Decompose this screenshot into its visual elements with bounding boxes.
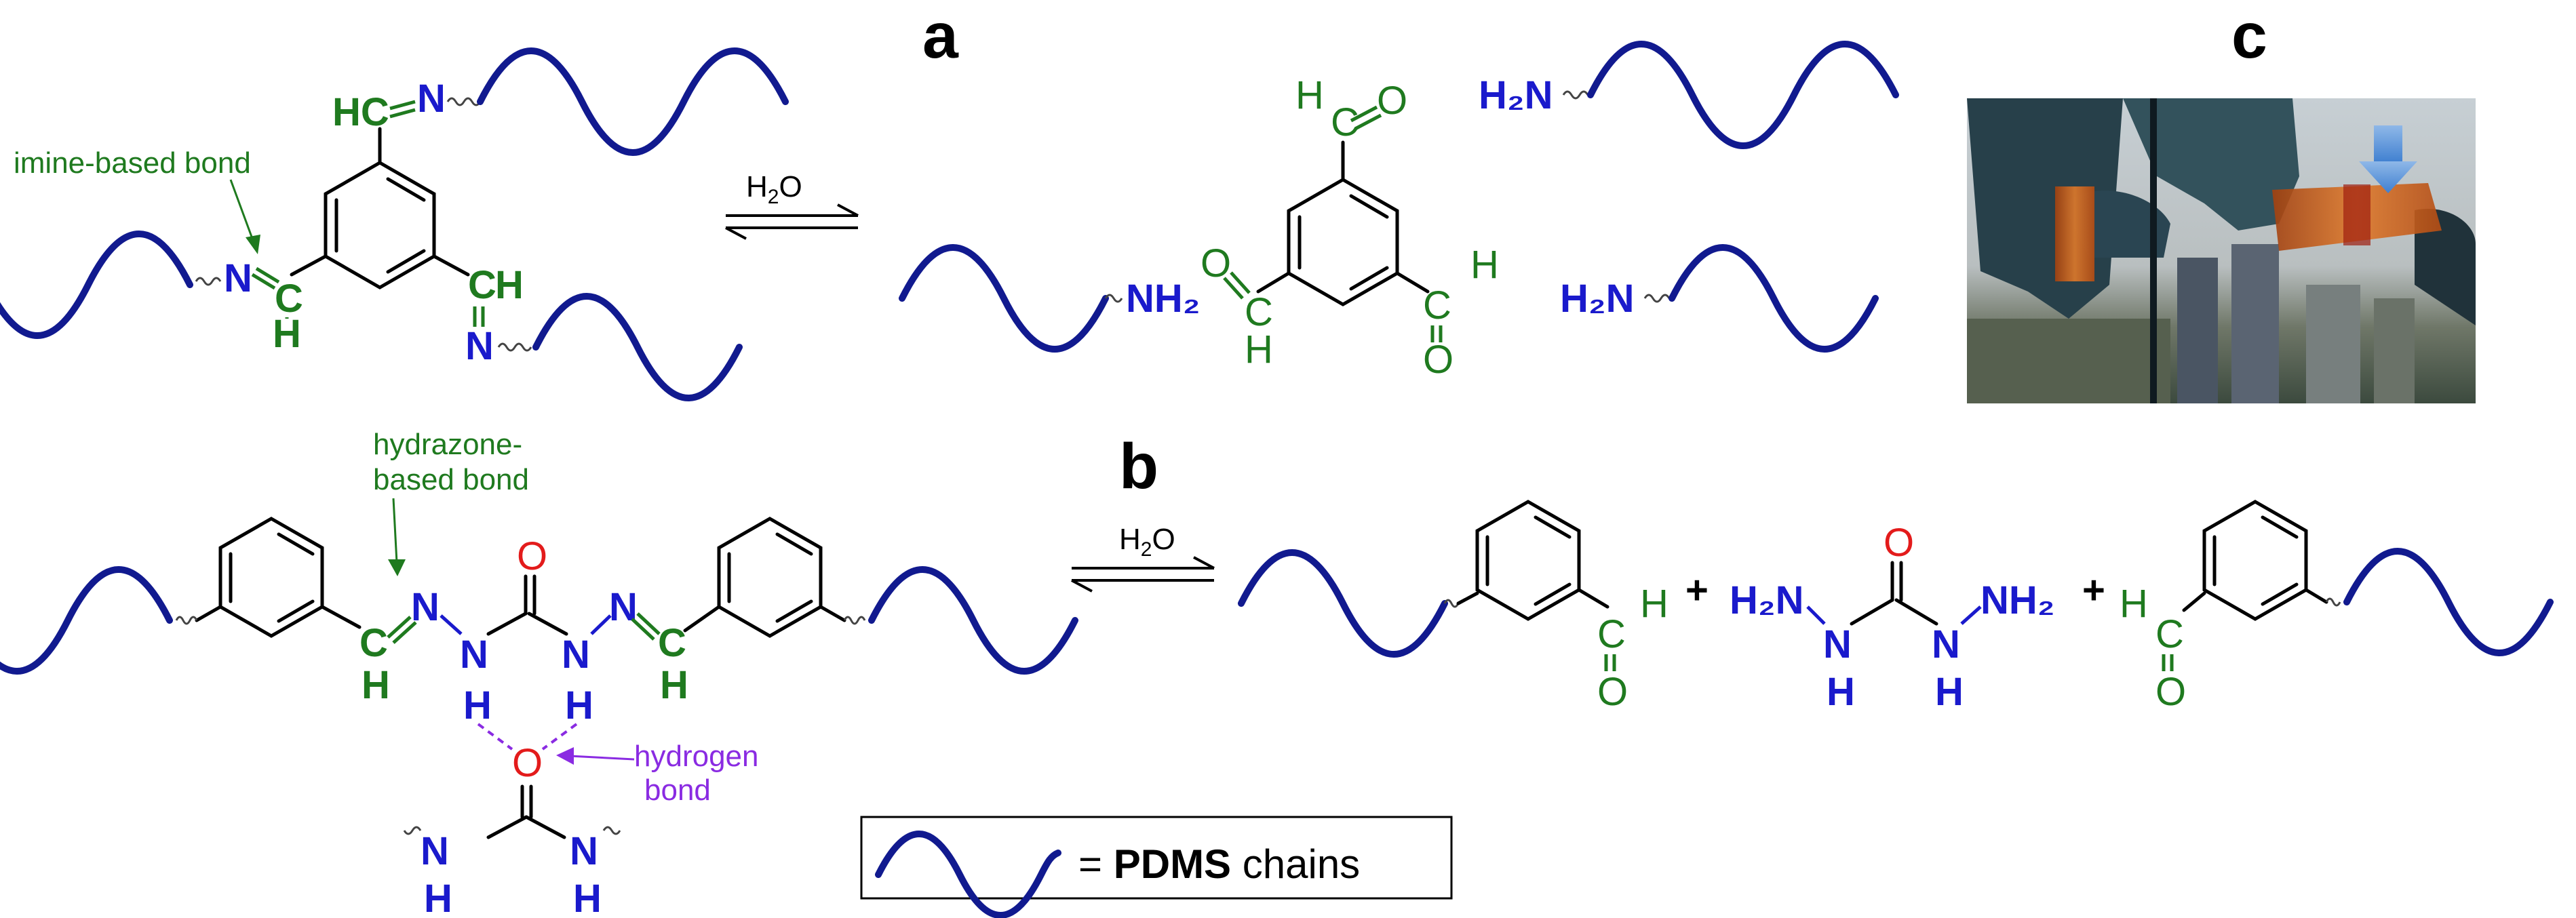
pdms-chain-a5 (899, 244, 1109, 353)
panel-label-b: b (1119, 431, 1158, 502)
pdms-chain-a3 (532, 293, 743, 401)
atom-c-right: C (468, 263, 496, 307)
plus-1: + (1685, 568, 1709, 612)
panel-a-right-products: H C O O C H C H O H₂N NH₂ H₂N (899, 41, 1899, 382)
pdms-chain-a4 (1587, 41, 1899, 149)
urea-o: O (517, 534, 547, 578)
panel-b-right-products: C H O + H₂N N H O N H NH₂ + H C O (1238, 500, 2554, 714)
hb-acceptor-o: O (512, 741, 543, 785)
ch-n-right: N (1932, 622, 1960, 666)
equilibrium-arrow-a: H2O (725, 170, 859, 240)
pdms-chain-a2 (0, 231, 193, 339)
hyd-h-left: H (362, 663, 390, 707)
hyd-c-right: C (658, 621, 686, 665)
ald1-c: C (1597, 612, 1626, 656)
atom-n-right: N (465, 324, 494, 368)
cho-top-c: C (1331, 100, 1359, 144)
atom-h-left: H (273, 312, 301, 356)
atom-n-top: N (417, 77, 446, 121)
hyd-h-right: H (660, 663, 688, 707)
urea2-h-left: H (424, 877, 452, 918)
pdms-chain-a6 (1668, 244, 1879, 353)
atom-n-left: N (224, 256, 252, 300)
urea2-n-right: N (570, 829, 598, 873)
panel-b-left-molecule: C H N N H O N H N C H O (0, 428, 1078, 918)
ch-n-left: N (1823, 622, 1852, 666)
imine-bond-label: imine-based bond (14, 146, 251, 180)
ch-h-right: H (1935, 670, 1964, 714)
hydrazone-label-1: hydrazone- (373, 428, 522, 461)
cho-top-o: O (1377, 79, 1407, 123)
pdms-chain-b4 (2343, 548, 2554, 656)
cho-top-h: H (1295, 73, 1324, 117)
pdms-chain-b1 (0, 566, 173, 675)
atom-c-left: C (275, 277, 303, 321)
cho-left-h: H (1245, 327, 1273, 372)
equilibrium-arrow-b: H2O (1071, 523, 1215, 593)
h2o-label-a: H2O (746, 170, 802, 208)
legend-text: = PDMS chains (1078, 841, 1360, 887)
urea2-n-left: N (421, 829, 449, 873)
urea2-h-right: H (573, 877, 602, 918)
atom-h-right: H (495, 263, 524, 307)
hyd-n1-left: N (411, 585, 440, 629)
ald2-h: H (2120, 582, 2148, 626)
panel-label-c: c (2231, 0, 2267, 72)
ch-o: O (1884, 521, 1914, 565)
hydrogen-bond-label-2: bond (644, 774, 711, 807)
cho-left-c: C (1245, 290, 1273, 334)
plus-2: + (2082, 568, 2105, 612)
ch-nh2: NH₂ (1980, 578, 2055, 622)
cho-right-o: O (1423, 338, 1453, 382)
ald2-o: O (2155, 670, 2186, 714)
ald2-c: C (2155, 612, 2184, 656)
pdms-chain-b3 (1238, 549, 1448, 658)
cho-right-h: H (1470, 243, 1499, 287)
pdms-chain-a1 (477, 47, 789, 156)
ald1-o: O (1597, 670, 1628, 714)
pdms-chain-b2 (868, 566, 1078, 675)
ald1-h: H (1640, 582, 1668, 626)
cho-right-c: C (1423, 283, 1451, 327)
hyd-n2-right: N (562, 633, 590, 677)
amine-top: H₂N (1479, 73, 1553, 117)
hyd-n1-right: N (609, 585, 638, 629)
stretched-film-photo (1967, 98, 2476, 403)
ch-h2n: H₂N (1730, 578, 1804, 622)
panel-label-a: a (922, 0, 959, 72)
hyd-n2-left: N (460, 633, 488, 677)
amine-left: NH₂ (1126, 277, 1201, 321)
panel-a-left-molecule: HC N N C H C H N imine-based bond (0, 47, 789, 401)
legend-box: = PDMS chains (860, 816, 1453, 918)
hydrogen-bond-label-1: hydrogen (634, 740, 758, 773)
hydrazone-label-2: based bond (373, 463, 529, 496)
h2o-label-b: H2O (1119, 523, 1175, 561)
atom-hc-top: HC (332, 90, 389, 134)
ch-h-left: H (1827, 670, 1855, 714)
hyd-h2-right: H (565, 683, 593, 727)
hyd-h2-left: H (463, 683, 492, 727)
hyd-c-left: C (359, 621, 388, 665)
legend-pdms-wave (875, 831, 1061, 918)
amine-bottom: H₂N (1560, 277, 1635, 321)
